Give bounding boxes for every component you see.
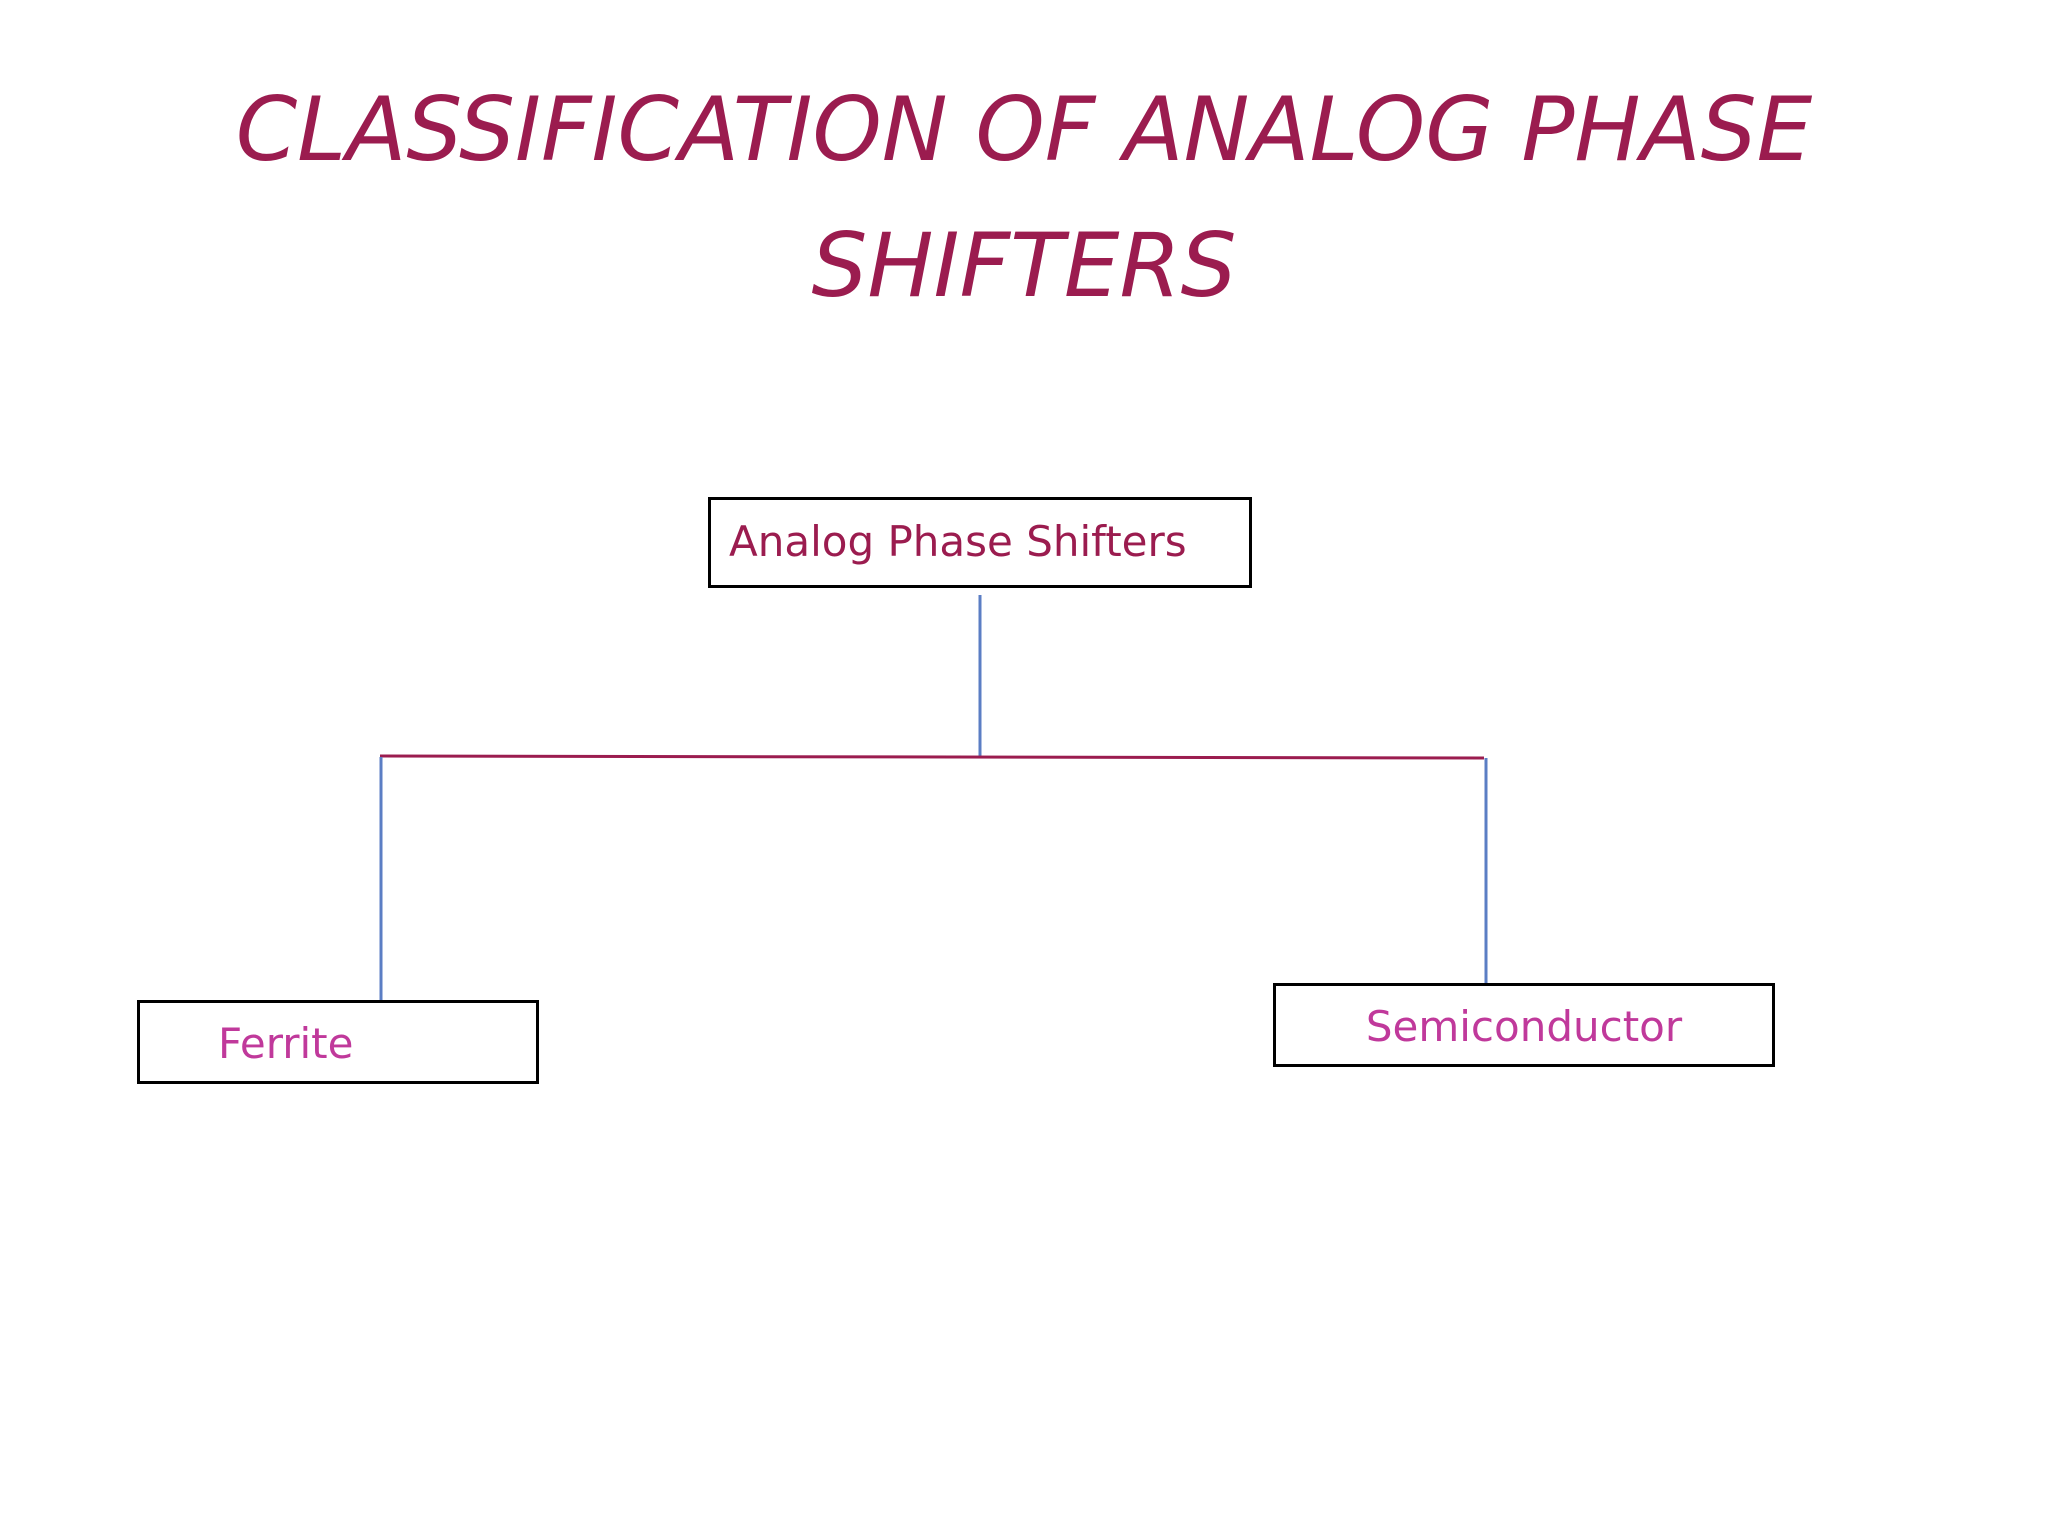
ferrite-node-label: Ferrite (218, 1019, 354, 1068)
root-node-label: Analog Phase Shifters (729, 517, 1187, 566)
slide-title-line-2: SHIFTERS (811, 214, 1237, 317)
child-node-ferrite: Ferrite (137, 1000, 539, 1084)
slide-title-line-1: CLASSIFICATION OF ANALOG PHASE (235, 78, 1813, 181)
root-node-analog-phase-shifters: Analog Phase Shifters (708, 497, 1252, 588)
child-node-semiconductor: Semiconductor (1273, 983, 1775, 1067)
semiconductor-node-label: Semiconductor (1365, 1002, 1683, 1051)
slide-title: CLASSIFICATION OF ANALOG PHASE SHIFTERS (0, 62, 2048, 334)
horizontal-branch-connector (379, 754, 1485, 760)
